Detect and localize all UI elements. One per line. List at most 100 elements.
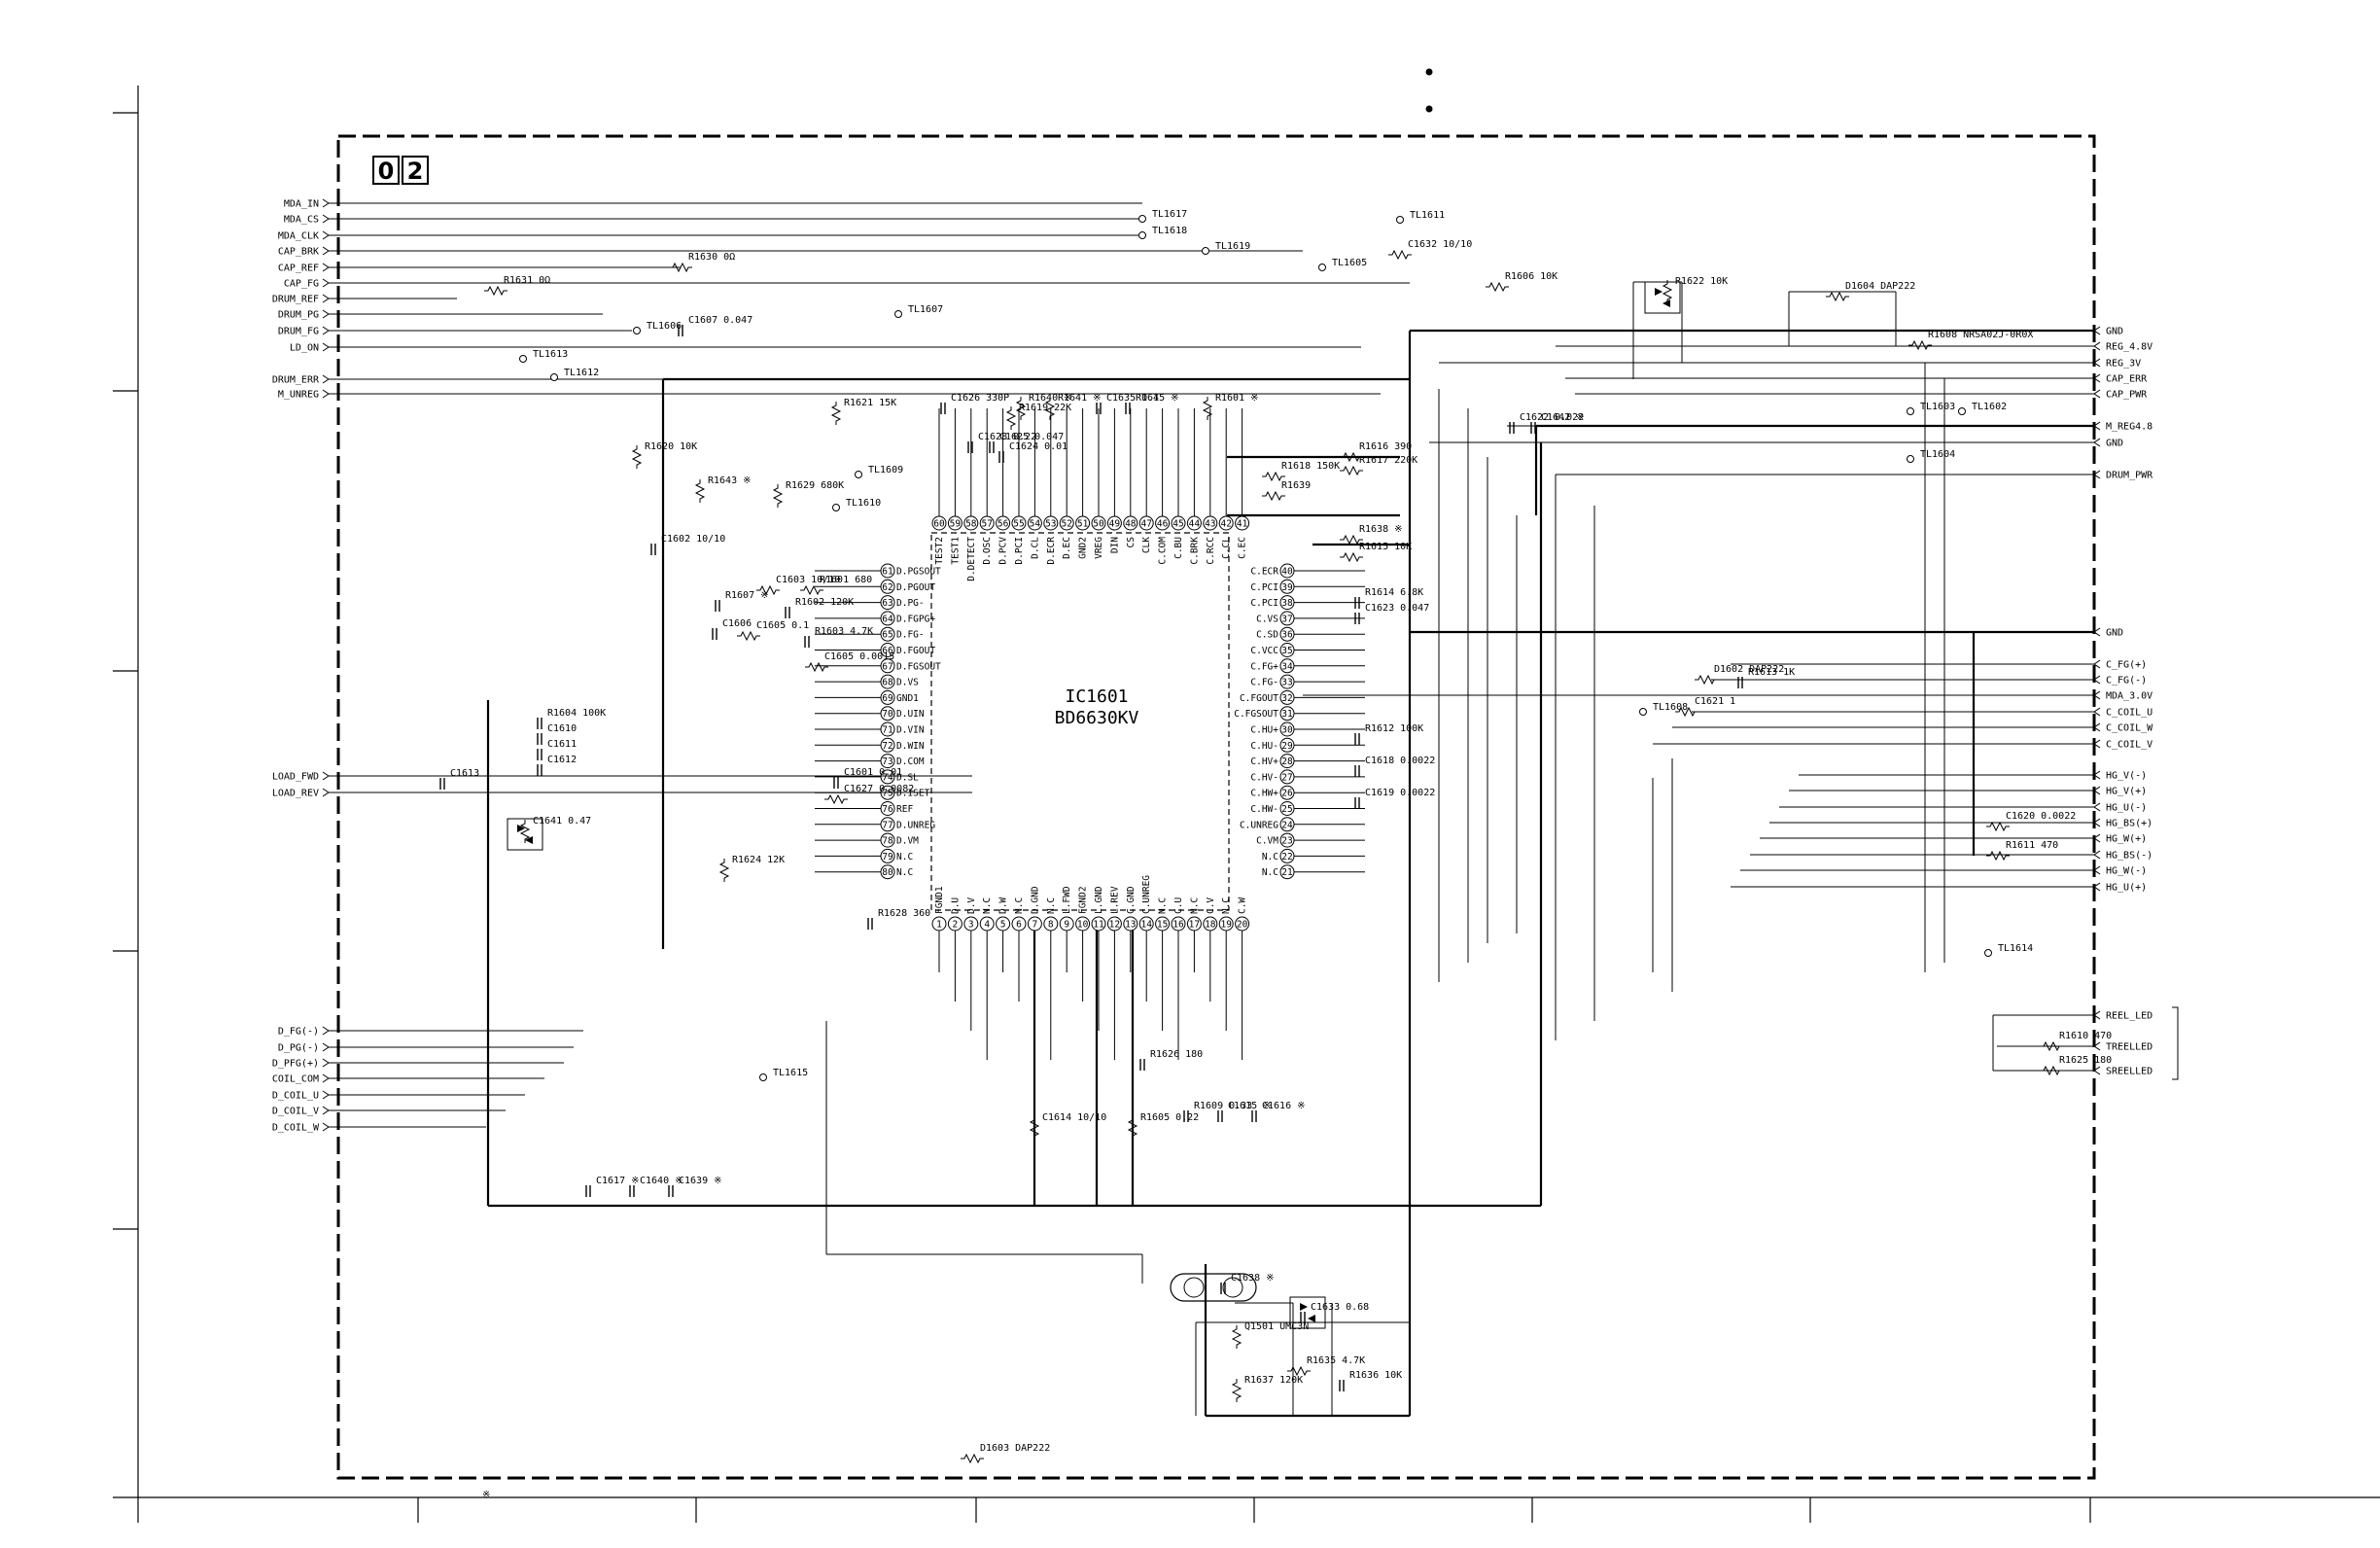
connector-arrow-icon <box>322 389 330 399</box>
left-connector-label: LOAD_FWD <box>272 772 319 783</box>
left-connector-label: CAP_BRK <box>278 247 319 258</box>
ic-pin-name: N.C <box>1262 867 1278 878</box>
ic-pin-number: 58 <box>965 519 977 530</box>
component-label: C1623 0.047 <box>1365 603 1429 614</box>
right-connector-group: GNDREG_4.8VREG_3VCAP_ERRCAP_PWRM_REG4.8G… <box>1303 327 2179 1080</box>
ic-pin-number: 57 <box>981 519 992 530</box>
ic-pin-name: CLK <box>1141 537 1152 553</box>
ic-pin-name: C.GND <box>1126 886 1137 914</box>
component-label: C1611 <box>547 739 577 750</box>
ic-pin-name: D.PG- <box>896 598 925 609</box>
component-label: C1605 0.0015 <box>824 651 894 662</box>
ic-pin-name: C.VS <box>1256 614 1278 624</box>
left-connector-label: DRUM_REF <box>272 295 319 305</box>
resistor-icon <box>1675 706 1698 718</box>
section-label-digit: 0 <box>378 158 395 185</box>
connector-arrow-icon <box>322 230 330 240</box>
ic-pin-number: 36 <box>1281 630 1293 641</box>
diode-icon <box>517 825 525 832</box>
test-point-label: TL1606 <box>647 321 682 332</box>
resistor-icon <box>694 479 706 503</box>
ic-pin-name: D.VS <box>896 678 919 688</box>
ic-pin-number: 45 <box>1172 519 1183 530</box>
ic-pin-name: REF <box>896 804 913 815</box>
component-label: C1626 330P <box>951 393 1009 404</box>
ic-pin-name: C.UNREG <box>1240 820 1278 830</box>
ic-pin-name: D.FGPG+ <box>896 614 935 624</box>
ic-pin-name: D.ISET <box>896 789 930 799</box>
ic-pin-number: 74 <box>882 772 893 783</box>
test-point-label: TL1609 <box>868 465 903 475</box>
ic-pin-number: 30 <box>1281 725 1293 736</box>
test-point-label: TL1619 <box>1215 241 1250 252</box>
left-connector-label: DRUM_PG <box>278 310 319 321</box>
component-label: R1610 470 <box>2059 1031 2112 1041</box>
right-connector-label: GND <box>2106 327 2123 337</box>
resistor-icon <box>1231 1325 1242 1349</box>
component-label: C1642 ※ <box>1541 412 1585 423</box>
test-point-icon <box>759 1073 767 1081</box>
ic-pin-name: C.ECR <box>1250 567 1278 578</box>
left-connector-label: MDA_IN <box>284 199 319 210</box>
ic-pin-name: D.GND <box>1030 886 1040 914</box>
resistor-icon <box>718 859 730 882</box>
test-point-icon <box>1138 215 1146 223</box>
ic-pin-name: L.REV <box>1109 886 1120 914</box>
component-label: C1603 10/10 <box>776 575 840 585</box>
connector-arrow-icon <box>322 246 330 256</box>
left-connector-label: DRUM_FG <box>278 327 319 337</box>
component-label: R1605 0.22 <box>1140 1112 1199 1123</box>
resistor-icon <box>1044 397 1056 420</box>
ic-pin-number: 52 <box>1061 519 1071 530</box>
left-connector-label: MDA_CS <box>284 215 319 226</box>
ic-pin-number: 18 <box>1205 920 1216 931</box>
ic-pin-number: 69 <box>882 693 893 704</box>
left-connector-label: D_COIL_W <box>272 1123 320 1134</box>
test-point-icon <box>832 504 840 511</box>
test-point-icon <box>1639 708 1647 716</box>
ic-pin-number: 15 <box>1157 920 1168 931</box>
diode-icon <box>1300 1303 1308 1311</box>
ic-pin-number: 43 <box>1205 519 1215 530</box>
bullet-dot <box>1425 68 1433 76</box>
ic-pin-name: C.V <box>1206 897 1216 914</box>
left-connector-label: D_FG(-) <box>278 1027 319 1038</box>
component-label: C1635 0.1 <box>1106 393 1159 404</box>
resistor-icon <box>2040 1040 2063 1052</box>
test-point-icon <box>1907 407 1914 415</box>
ic-pin-name: C.HW+ <box>1250 789 1278 799</box>
ic-pin-number: 67 <box>882 661 892 672</box>
component-label: D1602 DAP222 <box>1714 664 1784 675</box>
ic-pin-name: N.C <box>1262 852 1278 862</box>
component-label: R1637 120K <box>1244 1375 1303 1386</box>
right-connector-label: GND <box>2106 628 2123 639</box>
footnote-symbol: ※ <box>482 1490 490 1500</box>
connector-arrow-icon <box>2093 438 2101 447</box>
ic-pin-number: 56 <box>998 519 1009 530</box>
resistor-icon <box>1340 465 1363 476</box>
ic-pin-name: N.C <box>1189 897 1200 914</box>
ic-pin-name: C.HU- <box>1250 741 1278 752</box>
ic-pin-number: 44 <box>1189 519 1201 530</box>
component-label: R1616 390 <box>1359 441 1412 452</box>
ic-pin-name: C.UNREG <box>1141 875 1152 914</box>
ic-pin-name: D.PCI <box>1014 537 1025 565</box>
ic-pin-number: 54 <box>1030 519 1041 530</box>
component-label: R1609 0.33 <box>1194 1101 1252 1111</box>
section-label-box <box>402 156 429 185</box>
component-label: C1640 ※ <box>640 1176 683 1186</box>
resistor-icon <box>824 793 848 805</box>
test-point-label: TL1607 <box>908 304 943 315</box>
test-point-label: TL1617 <box>1152 209 1187 220</box>
component-label: R1622 10K <box>1675 276 1728 287</box>
ic-pin-number: 35 <box>1281 646 1292 656</box>
component-label: C1607 0.047 <box>688 315 752 326</box>
component-label: R1639 <box>1281 480 1311 491</box>
right-connector-label: C_COIL_U <box>2106 708 2152 719</box>
ic-pin-name: FGND1 <box>934 886 945 914</box>
component-label: C1612 <box>547 755 577 765</box>
ic-pin-number: 13 <box>1125 920 1136 931</box>
ic-pin-name: D.OSC <box>982 537 993 565</box>
